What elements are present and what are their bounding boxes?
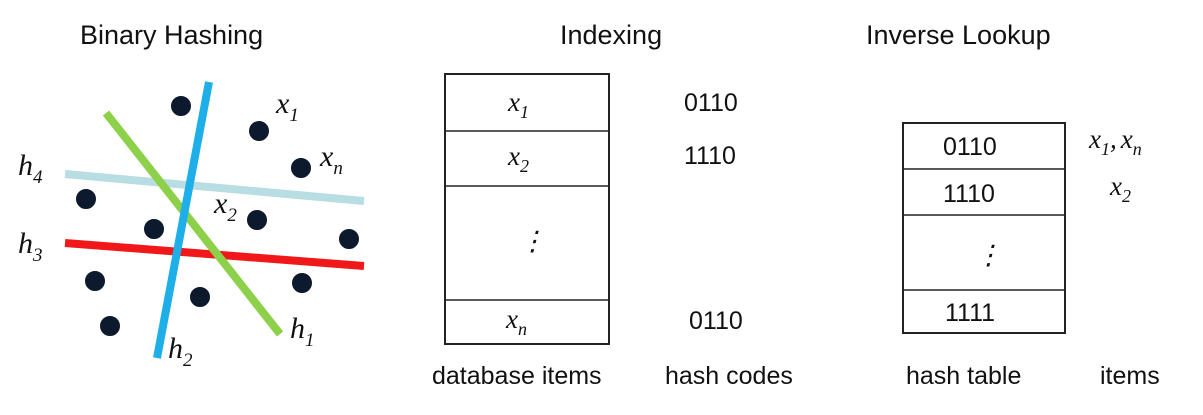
hyperplane-h4-line xyxy=(64,170,365,205)
hash-table-key: 1111 xyxy=(945,299,995,327)
hash-table-ellipsis: ⋮ xyxy=(975,240,1002,270)
heading-indexing: Indexing xyxy=(560,20,662,50)
data-point xyxy=(290,271,314,295)
hash-code: 1110 xyxy=(684,142,736,170)
lookup-items-list: x1,xn xyxy=(1088,124,1142,159)
table-border xyxy=(902,122,1066,334)
hash-code: 0110 xyxy=(689,307,743,335)
hyperplane-h2-line xyxy=(153,81,213,359)
caption-hash-table: hash table xyxy=(906,362,1021,390)
caption-database-items: database items xyxy=(432,362,602,390)
hyperplane-label-h3: h3 xyxy=(18,227,43,266)
data-point xyxy=(142,217,166,241)
data-point xyxy=(169,94,193,118)
data-points xyxy=(74,94,361,338)
data-point xyxy=(188,285,212,309)
caption-items: items xyxy=(1100,362,1160,390)
index-row-item: x1 xyxy=(507,87,529,122)
point-label-x2: x2 xyxy=(213,187,237,226)
hash-table-key: 0110 xyxy=(943,133,997,161)
point-label-x1: x1 xyxy=(275,87,299,126)
point-label-xn: xn xyxy=(319,140,343,179)
hash-table xyxy=(902,122,1066,334)
data-point xyxy=(74,187,98,211)
hash-table-key: 1110 xyxy=(943,180,995,208)
hyperplane-label-h4: h4 xyxy=(18,149,43,188)
hyperplane-h1-line xyxy=(102,110,284,337)
hyperplane-label-h1: h1 xyxy=(290,312,315,351)
heading-inverse-lookup: Inverse Lookup xyxy=(866,20,1051,50)
index-row-item: xn xyxy=(505,304,527,339)
data-point xyxy=(337,227,361,251)
hash-code: 0110 xyxy=(684,89,738,117)
hyperplane-label-h2: h2 xyxy=(168,332,193,371)
index-row-ellipsis: ⋮ xyxy=(519,226,546,256)
data-point xyxy=(83,269,107,293)
table-border xyxy=(444,73,610,345)
data-point xyxy=(245,208,269,232)
index-row-item: x2 xyxy=(507,141,529,176)
data-point xyxy=(98,314,122,338)
data-point xyxy=(289,156,313,180)
caption-hash-codes: hash codes xyxy=(665,362,793,390)
database-items-table xyxy=(444,73,610,345)
heading-binary-hashing: Binary Hashing xyxy=(80,20,263,50)
lookup-items-list: x2 xyxy=(1109,171,1131,206)
data-point xyxy=(247,119,271,143)
